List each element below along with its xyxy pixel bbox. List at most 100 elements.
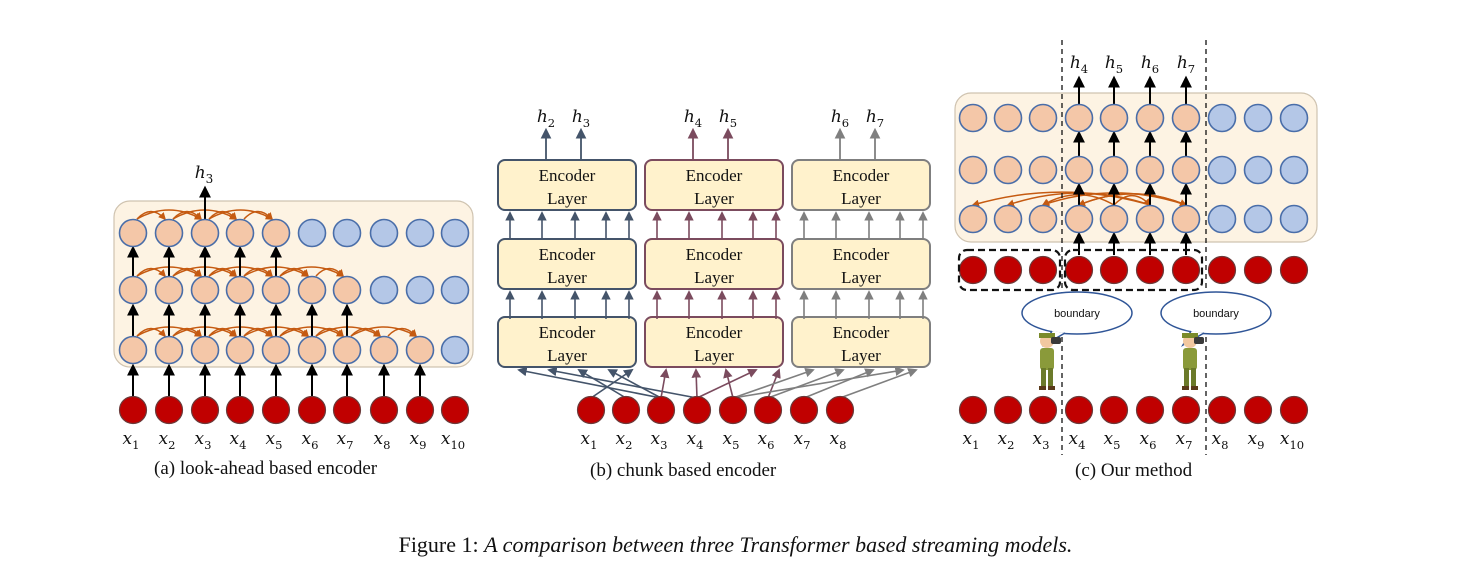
- boundary-bubble-label-2: boundary: [1193, 308, 1239, 320]
- a-row2-arc: [172, 267, 203, 278]
- a-hidden-node-r3-3: [190, 335, 220, 365]
- c-input-label-1: x1: [963, 429, 980, 452]
- c-middle-node-7: [1171, 255, 1201, 285]
- a-hidden-node-r2-6: [297, 275, 327, 305]
- b-input-arrow: [696, 368, 758, 399]
- b-input-arrow: [577, 369, 627, 399]
- a-input-label-7: x7: [337, 429, 354, 452]
- c-middle-node-3: [1028, 255, 1058, 285]
- b-layer-label-layer: Layer: [547, 346, 587, 365]
- a-hidden-node-r2-8: [369, 275, 399, 305]
- a-hidden-node-r2-4: [225, 275, 255, 305]
- scout-shoe-left: [1039, 386, 1046, 390]
- c-hidden-node-r3-3: [1028, 204, 1058, 234]
- c-output-label-h4: h4: [1070, 53, 1088, 76]
- boundary-bubble-1: [1021, 291, 1133, 335]
- a-hidden-node-r1-6: [297, 218, 327, 248]
- b-input-arrow: [691, 368, 702, 399]
- c-hidden-node-r1-6: [1135, 103, 1165, 133]
- a-row1-arc: [136, 210, 167, 221]
- a-hidden-node-r2-3: [190, 275, 220, 305]
- b-output-label-h4: h4: [684, 107, 702, 130]
- b-input-node-4: [682, 395, 712, 425]
- chunk-box-right: [1063, 248, 1204, 292]
- c-hidden-node-r2-6: [1135, 155, 1165, 185]
- b-input-node-2: [611, 395, 641, 425]
- a-input-label-3: x3: [195, 429, 212, 452]
- c-hidden-node-r2-5: [1099, 155, 1129, 185]
- c-middle-node-9: [1243, 255, 1273, 285]
- c-input-label-9: x9: [1248, 429, 1265, 452]
- c-hidden-node-r2-9: [1243, 155, 1273, 185]
- c-hidden-node-r1-7: [1171, 103, 1201, 133]
- c-hidden-node-r2-7: [1171, 155, 1201, 185]
- boundary-bubble-2: [1160, 291, 1272, 335]
- c-input-node-7: [1171, 395, 1201, 425]
- chunk-box-left: [957, 248, 1062, 292]
- b-input-arrow: [767, 368, 845, 399]
- panel-c-vertical-arrows: [1073, 75, 1192, 255]
- c-hidden-node-r3-8: [1207, 204, 1237, 234]
- b-layer-label-layer: Layer: [841, 346, 881, 365]
- b-output-label-h2: h2: [537, 107, 555, 130]
- b-encoder-layer-c1-l2: [497, 238, 637, 290]
- b-input-node-3: [646, 395, 676, 425]
- c-hidden-node-r2-2: [993, 155, 1023, 185]
- a-input-label-6: x6: [302, 429, 319, 452]
- a-input-node-4: [225, 395, 255, 425]
- c-hidden-node-r1-4: [1064, 103, 1094, 133]
- b-input-arrow: [732, 366, 905, 399]
- b-output-label-h5: h5: [719, 107, 737, 130]
- a-row3-arc: [350, 327, 382, 338]
- b-output-label-h6: h6: [831, 107, 849, 130]
- c-input-label-10: x10: [1280, 429, 1304, 452]
- panel-c-input-nodes: [958, 395, 1309, 425]
- a-hidden-node-r1-7: [332, 218, 362, 248]
- c-hidden-node-r3-6: [1135, 204, 1165, 234]
- c-hidden-node-r2-10: [1279, 155, 1309, 185]
- b-input-arrow: [839, 368, 918, 399]
- c-input-node-9: [1243, 395, 1273, 425]
- scout-body: [1040, 348, 1054, 370]
- a-hidden-node-r3-9: [405, 335, 435, 365]
- c-hidden-node-r3-2: [993, 204, 1023, 234]
- scout-shoe-right: [1048, 386, 1055, 390]
- a-hidden-node-r3-6: [297, 335, 327, 365]
- a-row1-arc: [243, 210, 274, 221]
- c-input-node-5: [1099, 395, 1129, 425]
- scout-body: [1183, 348, 1197, 370]
- scout-shoe-left: [1182, 386, 1189, 390]
- b-layer-label-encoder: Encoder: [539, 166, 596, 185]
- b-input-arrow: [659, 368, 670, 399]
- c-hidden-node-r3-5: [1099, 204, 1129, 234]
- figure-caption: Figure 1: A comparison between three Tra…: [0, 532, 1471, 558]
- b-input-label-8: x8: [830, 429, 847, 452]
- a-hidden-node-r1-4: [225, 218, 255, 248]
- b-input-node-6: [753, 395, 783, 425]
- a-hidden-node-r1-9: [405, 218, 435, 248]
- c-input-node-4: [1064, 395, 1094, 425]
- b-layer-label-layer: Layer: [547, 189, 587, 208]
- panel-c-caption: (c) Our method: [1075, 460, 1193, 481]
- c-input-node-6: [1135, 395, 1165, 425]
- b-encoder-layer-c3-l1: [791, 159, 931, 211]
- a-hidden-node-r1-2: [154, 218, 184, 248]
- a-input-label-8: x8: [374, 429, 391, 452]
- b-input-arrow: [803, 368, 875, 399]
- a-input-label-5: x5: [266, 429, 283, 452]
- b-layer-label-encoder: Encoder: [686, 166, 743, 185]
- a-row3-arc: [387, 327, 418, 338]
- a-hidden-node-r3-4: [225, 335, 255, 365]
- panel-a-vertical-arrows: [127, 185, 426, 396]
- c-input-node-3: [1028, 395, 1058, 425]
- b-input-node-1: [576, 395, 606, 425]
- a-input-node-7: [332, 395, 362, 425]
- a-row3-arc: [315, 327, 345, 338]
- a-hidden-node-r1-3: [190, 218, 220, 248]
- c-hidden-node-r3-7: [1171, 204, 1201, 234]
- b-layer-label-layer: Layer: [694, 189, 734, 208]
- b-input-node-8: [825, 395, 855, 425]
